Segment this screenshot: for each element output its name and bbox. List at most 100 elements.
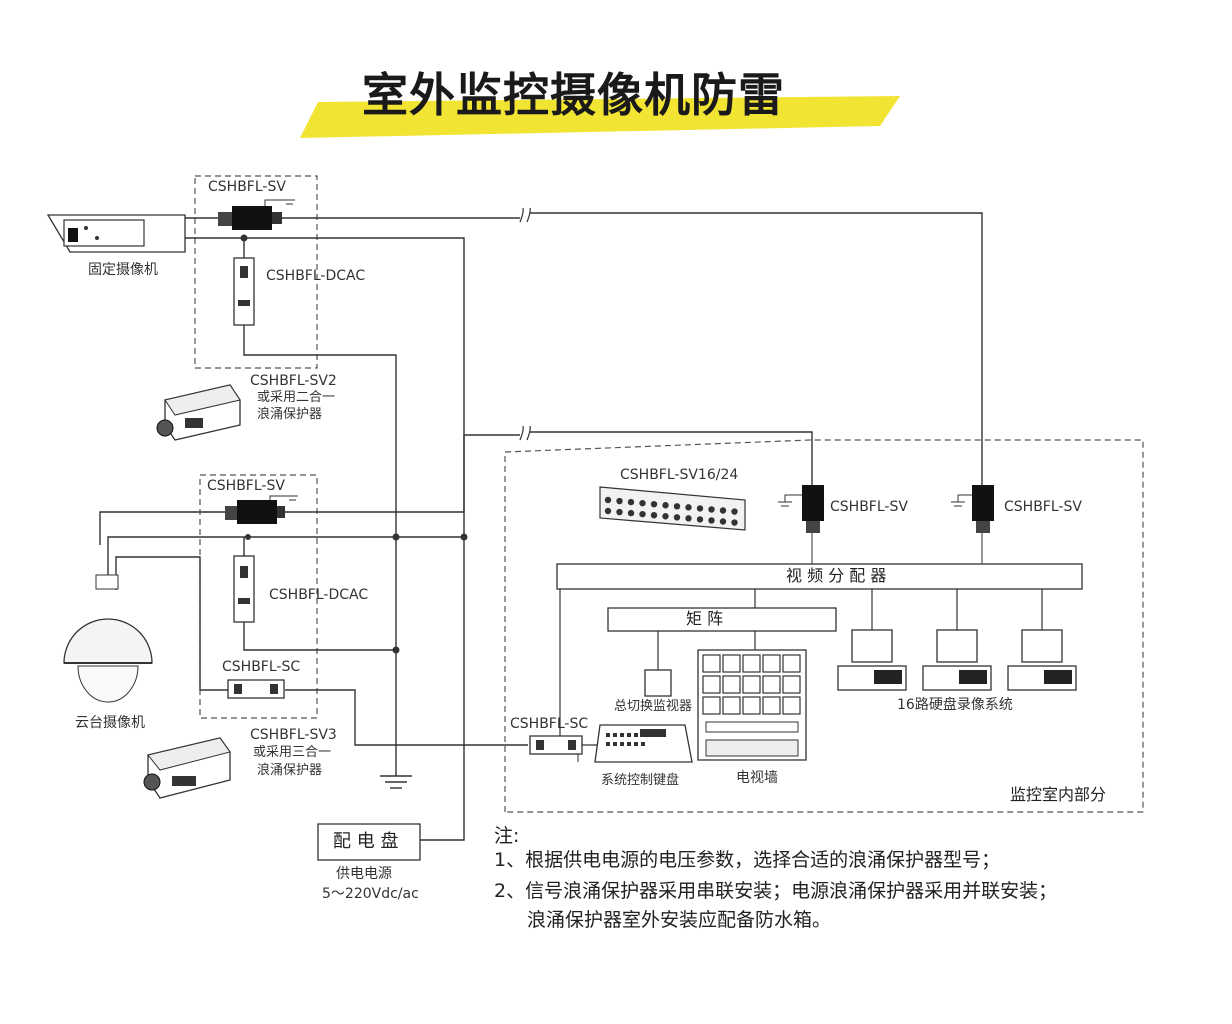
room-sc-protector-icon xyxy=(529,735,583,762)
fixed-camera-icon xyxy=(46,214,186,253)
label-sv-mid: CSHBFL-SV xyxy=(207,478,285,494)
matrix-bar xyxy=(607,607,837,632)
port-dot xyxy=(627,509,635,517)
key xyxy=(613,733,617,737)
label-distribution-panel: 配 电 盘 xyxy=(333,831,399,852)
sv3-protector-icon xyxy=(143,737,231,799)
dvr-panel xyxy=(1044,670,1072,684)
label-sv3-note2: 浪涌保护器 xyxy=(257,763,323,778)
control-room-box xyxy=(504,439,1144,813)
key xyxy=(627,733,631,737)
page-title: 室外监控摄像机防雷 xyxy=(362,68,785,122)
sv2-protector-icon xyxy=(156,384,241,441)
port-dot xyxy=(673,514,681,521)
label-power-range: 5～220Vdc/ac xyxy=(322,886,419,902)
label-sv2-note1: 或采用二合一 xyxy=(257,390,336,405)
tv-screen xyxy=(702,696,721,715)
port-dot xyxy=(616,497,623,505)
port-dot xyxy=(696,505,704,512)
port-dot xyxy=(696,516,704,523)
port-dot xyxy=(685,515,692,522)
key xyxy=(620,733,624,737)
tv-screen xyxy=(742,654,761,673)
dvr-monitor xyxy=(936,629,978,663)
room-sv-icon-1 xyxy=(778,485,824,564)
key xyxy=(627,742,631,746)
label-fixed-camera: 固定摄像机 xyxy=(88,262,158,278)
dvr-panel xyxy=(959,670,987,684)
sv-protector-icon-mid xyxy=(225,495,298,524)
label-sv3: CSHBFL-SV3 xyxy=(250,727,337,743)
dvr-panel xyxy=(874,670,902,684)
key xyxy=(620,742,624,746)
label-video-distributor: 视 频 分 配 器 xyxy=(786,566,887,585)
title-highlight xyxy=(300,96,900,138)
dcac-protector-icon-top xyxy=(233,257,255,326)
label-sc-mid: CSHBFL-SC xyxy=(222,659,301,675)
port-dot xyxy=(616,508,623,516)
tv-screen xyxy=(702,675,721,694)
notes-heading: 注: xyxy=(494,825,520,847)
key xyxy=(634,742,638,746)
room-sv-icon-2 xyxy=(951,485,994,564)
tv-screen xyxy=(742,696,761,715)
wire-ptz-video xyxy=(99,511,225,545)
port-dot xyxy=(673,503,681,510)
dcac-protector-icon-mid xyxy=(233,555,255,623)
tv-screen xyxy=(782,696,801,715)
label-dcac-top: CSHBFL-DCAC xyxy=(266,268,366,284)
tv-screen xyxy=(762,696,781,715)
port-dot xyxy=(708,517,715,524)
label-keyboard: 系统控制键盘 xyxy=(601,773,680,788)
label-dcac-mid: CSHBFL-DCAC xyxy=(269,587,369,603)
port-dot xyxy=(685,504,692,511)
label-sv-top: CSHBFL-SV xyxy=(208,179,286,195)
key xyxy=(634,733,638,737)
tv-screen xyxy=(722,696,741,715)
port-dot xyxy=(719,507,727,514)
label-control-room: 监控室内部分 xyxy=(1010,785,1107,804)
tv-screen xyxy=(722,675,741,694)
wire-ptz-control xyxy=(115,556,228,691)
tv-screen xyxy=(782,654,801,673)
key xyxy=(641,733,645,737)
label-sv1624: CSHBFL-SV16/24 xyxy=(620,467,739,483)
distribution-panel-box xyxy=(317,823,421,861)
port-dot xyxy=(639,510,646,518)
port-dot xyxy=(662,502,669,509)
sc-protector-icon-mid xyxy=(227,679,285,699)
label-matrix: 矩 阵 xyxy=(686,609,724,628)
port-dot xyxy=(604,496,612,504)
port-dot xyxy=(604,507,612,515)
port-dot xyxy=(708,506,715,513)
port-dot xyxy=(650,512,658,519)
label-sv2-note2: 浪涌保护器 xyxy=(257,407,323,422)
outdoor-box-top xyxy=(194,175,318,369)
port-dot xyxy=(650,501,658,508)
key xyxy=(613,742,617,746)
label-power-supply: 供电电源 xyxy=(336,866,392,882)
label-sv2: CSHBFL-SV2 xyxy=(250,373,337,389)
sv-protector-icon-top xyxy=(218,199,295,230)
key xyxy=(606,742,610,746)
tv-screen xyxy=(722,654,741,673)
key xyxy=(606,733,610,737)
note-2a: 2、信号浪涌保护器采用串联安装；电源浪涌保护器采用并联安装； xyxy=(494,880,1058,902)
video-distributor-bar xyxy=(556,563,1083,590)
switch-monitor-icon xyxy=(644,669,672,697)
label-room-sv1: CSHBFL-SV xyxy=(830,499,908,515)
port-dot xyxy=(627,498,635,506)
port-dot xyxy=(719,518,727,525)
port-dot xyxy=(639,499,646,507)
tv-screen xyxy=(702,654,721,673)
label-ptz-camera: 云台摄像机 xyxy=(75,715,145,731)
key xyxy=(641,742,645,746)
tv-screen xyxy=(762,654,781,673)
label-switch-monitor: 总切换监视器 xyxy=(614,699,693,714)
label-tv-wall: 电视墙 xyxy=(736,770,778,786)
label-room-sc: CSHBFL-SC xyxy=(510,716,589,732)
wire-ptz-power xyxy=(107,536,464,580)
tv-screen xyxy=(762,675,781,694)
